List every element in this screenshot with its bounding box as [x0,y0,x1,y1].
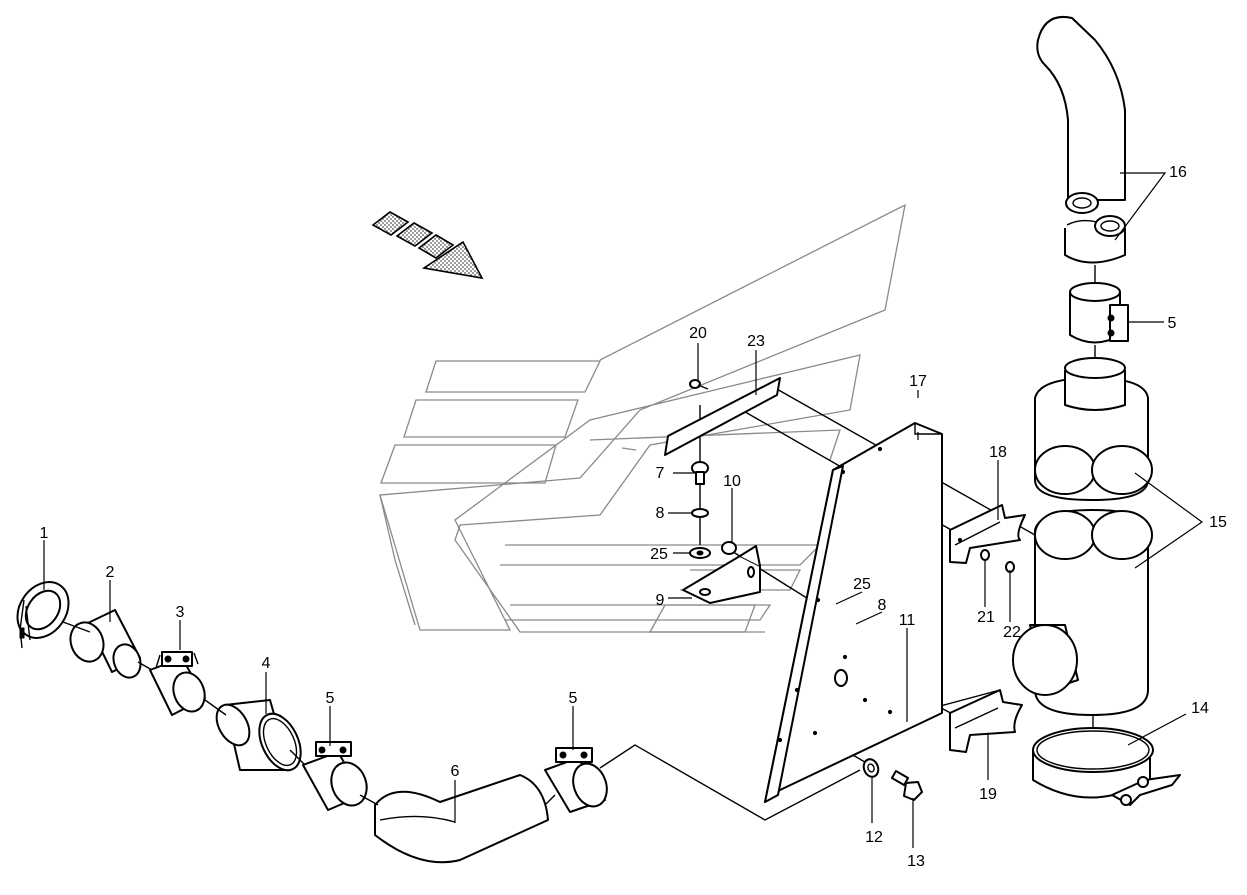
part-1-clamp-ring [16,581,70,649]
direction-arrow-icon [371,211,484,280]
callout-25-lower: 25 [853,576,871,593]
part-17-side-panel [764,422,943,803]
callout-10: 10 [723,473,741,490]
callout-8-upper: 8 [656,505,665,522]
part-9-mounting-bracket [682,545,761,604]
callout-23: 23 [747,333,765,350]
callout-22: 22 [1003,624,1021,641]
tractor-hood-ghost-outline [379,203,906,633]
callout-5-left: 5 [326,690,335,707]
part-5-u-clamp-upper [1069,282,1129,344]
part-6-elbow-pipe [374,774,549,864]
callout-7: 7 [656,465,665,482]
part-5-u-clamp-middle [544,747,608,813]
callout-13: 13 [907,853,925,870]
callout-labels: 1 2 3 4 5 5 5 6 7 8 8 9 10 11 12 13 14 1… [40,164,1227,870]
callout-11: 11 [899,612,916,629]
part-20-bolt [689,379,709,390]
part-25-washer-upper [689,547,711,559]
callout-14: 14 [1191,700,1209,717]
callout-6: 6 [451,763,460,780]
callout-21: 21 [977,609,995,626]
callout-3: 3 [176,604,185,621]
part-16-exhaust-stack-pipe [1036,16,1126,264]
callout-12: 12 [865,829,883,846]
part-5-u-clamp-left [302,741,368,811]
callout-18: 18 [989,444,1007,461]
part-21-washer [980,549,990,561]
part-19-strap-bracket [949,689,1023,753]
callout-leader-lines [43,172,1204,848]
callout-5-middle: 5 [569,690,578,707]
part-23-support-bracket [664,377,781,456]
part-14-band-clamp [1032,727,1181,806]
part-2-pipe-adapter [69,609,142,679]
callout-16: 16 [1169,164,1187,181]
part-15-muffler [1012,357,1153,716]
part-10-nut [721,541,737,555]
part-13-bolt [890,770,923,801]
part-18-strap-bracket [949,504,1026,564]
callout-19: 19 [979,786,997,803]
callout-2: 2 [106,564,115,581]
callout-4: 4 [262,655,271,672]
callout-17: 17 [909,373,927,390]
part-8-washer-upper [691,508,709,518]
part-12-washer [862,758,880,778]
part-3-u-clamp [149,651,206,716]
callout-25-upper: 25 [650,546,668,563]
callout-15: 15 [1209,514,1227,531]
part-7-bolt [691,461,709,485]
part-4-pipe-reducer [215,699,302,772]
callout-5-upper: 5 [1168,315,1177,332]
callout-9: 9 [656,592,665,609]
callout-20: 20 [689,325,707,342]
callout-1: 1 [40,525,49,542]
callout-8-lower: 8 [878,597,887,614]
